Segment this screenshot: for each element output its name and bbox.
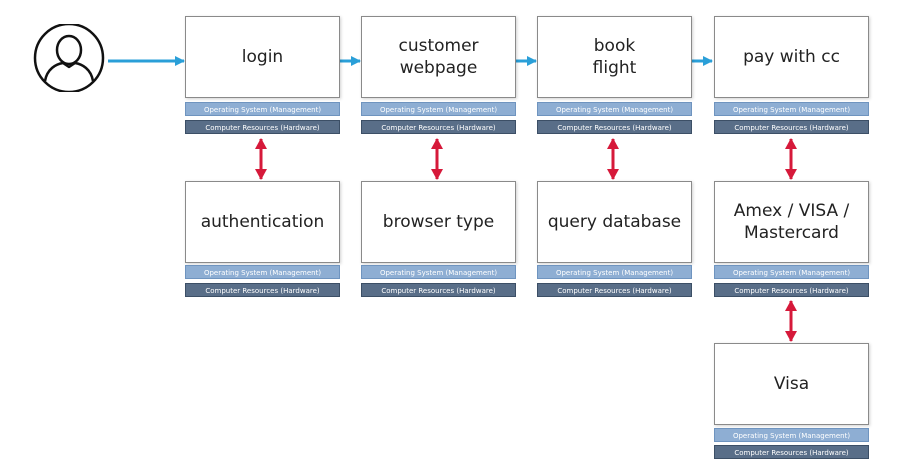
hw-layer: Computer Resources (Hardware): [185, 120, 340, 134]
service-visa[interactable]: Visa: [714, 343, 869, 425]
os-layer: Operating System (Management): [714, 428, 869, 442]
service-browser-type[interactable]: browser type: [361, 181, 516, 263]
service-book-flight[interactable]: book flight: [537, 16, 692, 98]
os-layer: Operating System (Management): [537, 265, 692, 279]
os-layer: Operating System (Management): [361, 102, 516, 116]
os-layer: Operating System (Management): [714, 102, 869, 116]
service-pay-with-cc[interactable]: pay with cc: [714, 16, 869, 98]
hw-layer: Computer Resources (Hardware): [361, 120, 516, 134]
hw-layer: Computer Resources (Hardware): [537, 283, 692, 297]
os-layer: Operating System (Management): [714, 265, 869, 279]
service-login[interactable]: login: [185, 16, 340, 98]
os-layer: Operating System (Management): [185, 102, 340, 116]
os-layer: Operating System (Management): [537, 102, 692, 116]
hw-layer: Computer Resources (Hardware): [714, 120, 869, 134]
hw-layer: Computer Resources (Hardware): [361, 283, 516, 297]
hw-layer: Computer Resources (Hardware): [185, 283, 340, 297]
user-icon: [33, 24, 105, 92]
os-layer: Operating System (Management): [361, 265, 516, 279]
hw-layer: Computer Resources (Hardware): [537, 120, 692, 134]
hw-layer: Computer Resources (Hardware): [714, 283, 869, 297]
service-card-networks[interactable]: Amex / VISA / Mastercard: [714, 181, 869, 263]
service-customer-webpage[interactable]: customer webpage: [361, 16, 516, 98]
service-authentication[interactable]: authentication: [185, 181, 340, 263]
os-layer: Operating System (Management): [185, 265, 340, 279]
hw-layer: Computer Resources (Hardware): [714, 445, 869, 459]
service-query-database[interactable]: query database: [537, 181, 692, 263]
